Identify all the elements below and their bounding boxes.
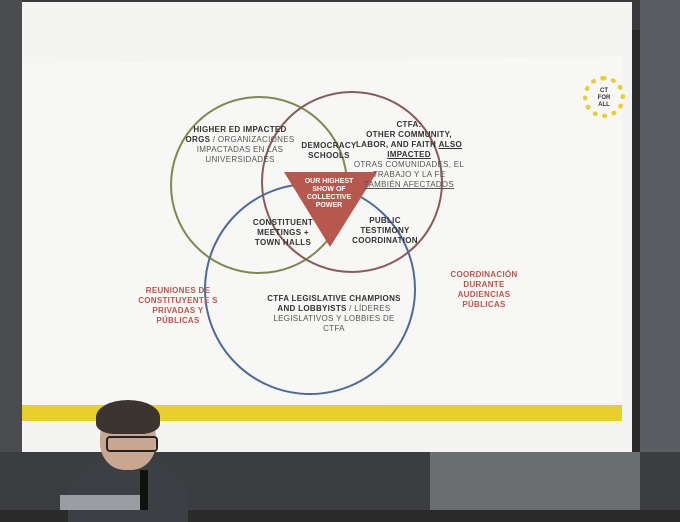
logo-text: CT FOR ALL — [588, 88, 620, 109]
label-higher-ed-bold: HIGHER ED IMPACTED ORGS — [185, 125, 287, 144]
logo-line-3: ALL — [598, 102, 610, 108]
label-community-bold-underlined: ALSO IMPACTED — [387, 140, 463, 159]
label-community: CTFA: OTHER COMMUNITY, LABOR, AND FAITH … — [350, 120, 468, 190]
label-side-right: COORDINACIÓN DURANTE AUDIENCIAS PÚBLICAS — [450, 270, 518, 309]
label-higher-ed-es: ORGANIZACIONES IMPACTADAS EN LAS UNIVERS… — [196, 135, 295, 164]
window — [430, 452, 640, 510]
slide-accent-bar — [22, 405, 622, 421]
label-community-es: OTRAS COMUNIDADES, EL TRABAJO Y LA FE — [353, 160, 465, 179]
presenter-glasses — [106, 436, 158, 452]
ct-for-all-logo: CT FOR ALL — [583, 76, 625, 118]
presenter-hair — [96, 400, 160, 434]
label-side-left: REUNIONES DE CONSTITUYENTE S PRIVADAS Y … — [138, 286, 218, 325]
center-triangle — [284, 172, 377, 247]
label-legislative-es: LÍDERES LEGISLATIVOS Y LOBBIES DE CTFA — [273, 304, 395, 333]
presenter-body — [68, 462, 188, 522]
presenter — [58, 400, 188, 522]
logo-line-2: FOR — [597, 95, 611, 101]
label-legislative: CTFA LEGISLATIVE CHAMPIONS AND LOBBYISTS… — [267, 294, 401, 333]
logo-line-1: CT — [600, 88, 608, 94]
label-public-testimony: PUBLIC TESTIMONY COORDINATION — [352, 216, 418, 245]
label-community-title: CTFA: — [396, 120, 422, 129]
circle-community — [261, 91, 443, 273]
label-legislative-bold: CTFA LEGISLATIVE CHAMPIONS AND LOBBYISTS — [267, 294, 401, 313]
laptop — [60, 495, 140, 510]
label-community-bold: OTHER COMMUNITY, LABOR, AND FAITH — [355, 130, 452, 149]
label-constituent-meetings: CONSTITUENT MEETINGS + TOWN HALLS — [252, 218, 314, 247]
venn-diagram — [170, 91, 443, 395]
label-democracy-schools: DEMOCRACY SCHOOLS — [301, 141, 357, 160]
label-higher-ed: HIGHER ED IMPACTED ORGS / ORGANIZACIONES… — [185, 125, 295, 164]
label-center: OUR HIGHEST SHOW OF COLLECTIVE POWER — [304, 178, 354, 209]
label-community-es-underlined: TAMBIÉN AFECTADOS — [363, 180, 455, 189]
wall-right — [640, 0, 680, 510]
wall-left — [0, 0, 22, 510]
microphone — [140, 470, 148, 510]
